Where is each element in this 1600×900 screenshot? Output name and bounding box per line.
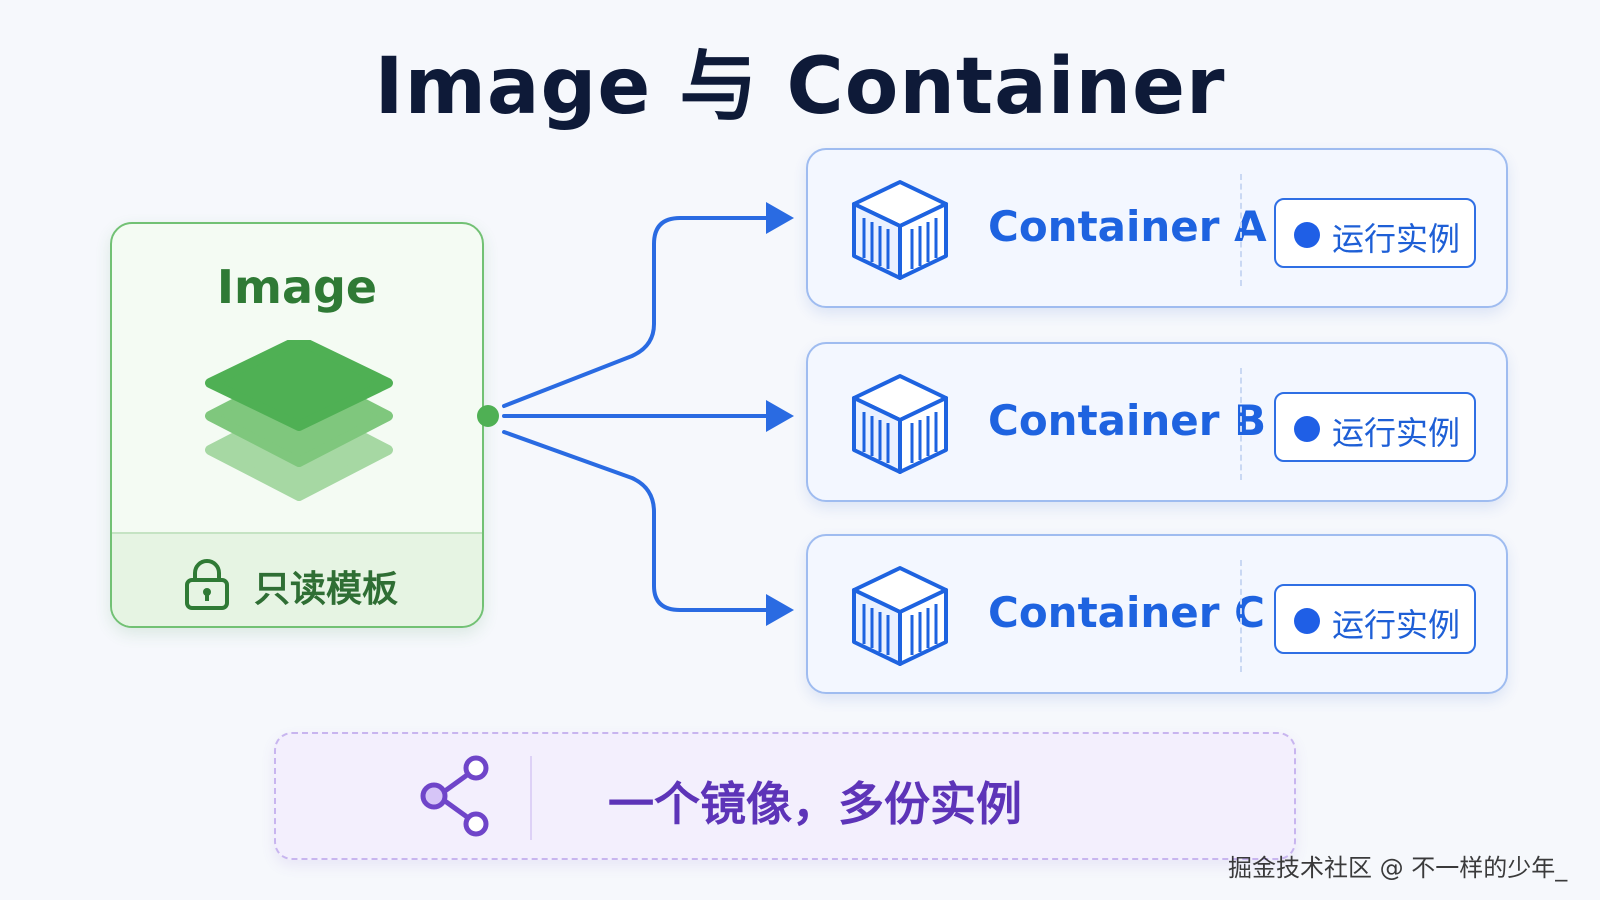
container-card-a: Container A 运行实例 [806,148,1508,308]
page-title: Image 与 Container [374,42,1226,132]
lock-icon [185,559,229,610]
status-label: 运行实例 [1332,606,1461,644]
container-name: Container A [988,202,1267,251]
status-dot [1294,608,1320,634]
share-icon [420,755,489,837]
image-footer-label: 只读模板 [254,569,399,610]
container-name: Container C [988,588,1265,637]
banner-text: 一个镜像，多份实例 [608,777,1022,831]
watermark: 掘金技术社区 @ 不一样的少年_ [1228,854,1568,882]
container-box-icon [852,566,948,666]
container-box-icon [852,180,948,280]
image-footer: 只读模板 [112,532,482,626]
status-badge: 运行实例 [1274,198,1476,268]
banner-divider [530,756,532,840]
status-label: 运行实例 [1332,414,1461,452]
arrowhead-b [766,400,794,432]
image-title: Image [216,260,378,314]
container-name: Container B [988,396,1267,445]
arrowhead-c [766,594,794,626]
container-box-icon [852,374,948,474]
card-divider [1240,368,1242,480]
status-badge: 运行实例 [1274,392,1476,462]
container-card-c: Container C 运行实例 [806,534,1508,694]
connector-origin-dot [477,405,499,427]
image-card: Image 只读模板 [110,222,484,628]
arrowhead-a [766,202,794,234]
arrow-to-container-c [502,430,772,612]
layers-icon [205,340,393,501]
container-card-b: Container B 运行实例 [806,342,1508,502]
card-divider [1240,560,1242,672]
card-divider [1240,174,1242,286]
status-badge: 运行实例 [1274,584,1476,654]
arrow-to-container-a [502,216,772,408]
status-dot [1294,416,1320,442]
status-dot [1294,222,1320,248]
status-label: 运行实例 [1332,220,1461,258]
summary-banner: 一个镜像，多份实例 [274,732,1296,860]
